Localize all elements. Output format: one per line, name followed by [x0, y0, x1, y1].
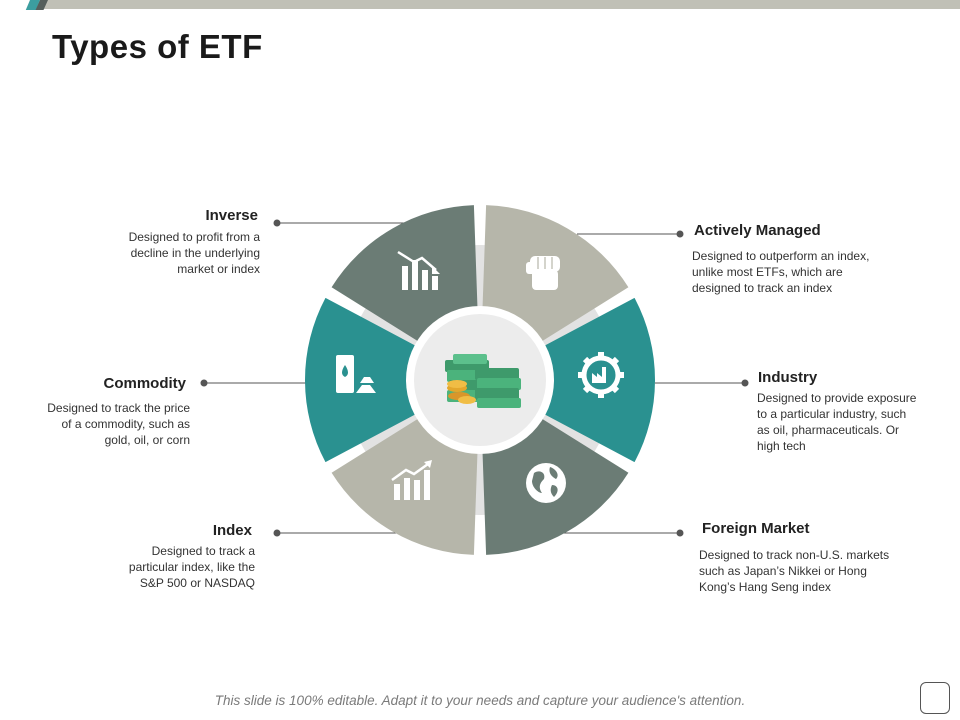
segment-description-index: Designed to track a particular index, li… [95, 543, 255, 591]
segment-label-foreign-market: Foreign Market [702, 520, 810, 537]
description-line: Designed to outperform an index, [692, 249, 870, 263]
segment-description-foreign-market: Designed to track non-U.S. markets such … [699, 547, 929, 595]
dot-industry [741, 379, 749, 387]
description-line: particular index, like the [128, 560, 255, 574]
oil-barrel-gold-bars-icon [336, 355, 376, 393]
segment-commodity [305, 297, 419, 463]
dot-foreign-market [676, 529, 684, 537]
raised-fist-icon [526, 256, 560, 290]
description-line: S&P 500 or NASDAQ [139, 576, 255, 590]
globe-icon [526, 463, 566, 503]
description-line: of a commodity, such as [61, 417, 191, 431]
description-line: Designed to profit from a [128, 230, 260, 244]
money-stacks-coins-icon [445, 354, 521, 408]
segment-label-industry: Industry [758, 369, 818, 386]
description-line: to a particular industry, such [757, 407, 907, 421]
segment-description-actively-managed: Designed to outperform an index, unlike … [692, 248, 912, 296]
factory-gear-icon [578, 352, 624, 398]
description-line: as oil, pharmaceuticals. Or [757, 423, 900, 437]
description-line: Designed to track a [151, 544, 255, 558]
connector-dots [200, 219, 749, 537]
description-line: gold, oil, or corn [104, 433, 190, 447]
segment-label-commodity: Commodity [103, 375, 187, 392]
accent-stripe-teal [25, 0, 40, 10]
rising-bar-chart-icon [391, 460, 432, 500]
description-line: Kong’s Hang Seng index [699, 580, 831, 594]
description-line: market or index [177, 262, 260, 276]
description-line: unlike most ETFs, which are [692, 265, 843, 279]
description-line: designed to track an index [692, 281, 833, 295]
description-line: Designed to provide exposure [757, 391, 917, 405]
declining-bar-chart-icon [397, 250, 440, 290]
description-line: such as Japan’s Nikkei or Hong [699, 564, 867, 578]
description-line: Designed to track the price [47, 401, 190, 415]
dot-index [273, 529, 281, 537]
top-bar [40, 0, 960, 9]
description-line: high tech [757, 439, 806, 453]
segment-description-industry: Designed to provide exposure to a partic… [757, 390, 952, 454]
description-line: decline in the underlying [130, 246, 260, 260]
footer-note: This slide is 100% editable. Adapt it to… [214, 693, 746, 708]
accent-stripe-dark [35, 0, 48, 10]
top-decoration [25, 0, 960, 10]
dot-actively-managed [676, 230, 684, 238]
description-line: Designed to track non-U.S. markets [699, 548, 890, 562]
wheel-segments [305, 205, 655, 555]
segment-label-index: Index [212, 522, 252, 539]
dot-commodity [200, 379, 208, 387]
segment-icons [336, 250, 624, 503]
connector-lines [204, 222, 745, 534]
segment-label-actively-managed: Actively Managed [694, 222, 821, 239]
segment-description-inverse: Designed to profit from a decline in the… [100, 229, 260, 277]
segment-description-commodity: Designed to track the price of a commodi… [20, 400, 190, 448]
segment-label-inverse: Inverse [205, 207, 258, 224]
dot-inverse [273, 219, 281, 227]
page-title: Types of ETF [52, 28, 263, 65]
slide-corner-box [920, 682, 950, 714]
